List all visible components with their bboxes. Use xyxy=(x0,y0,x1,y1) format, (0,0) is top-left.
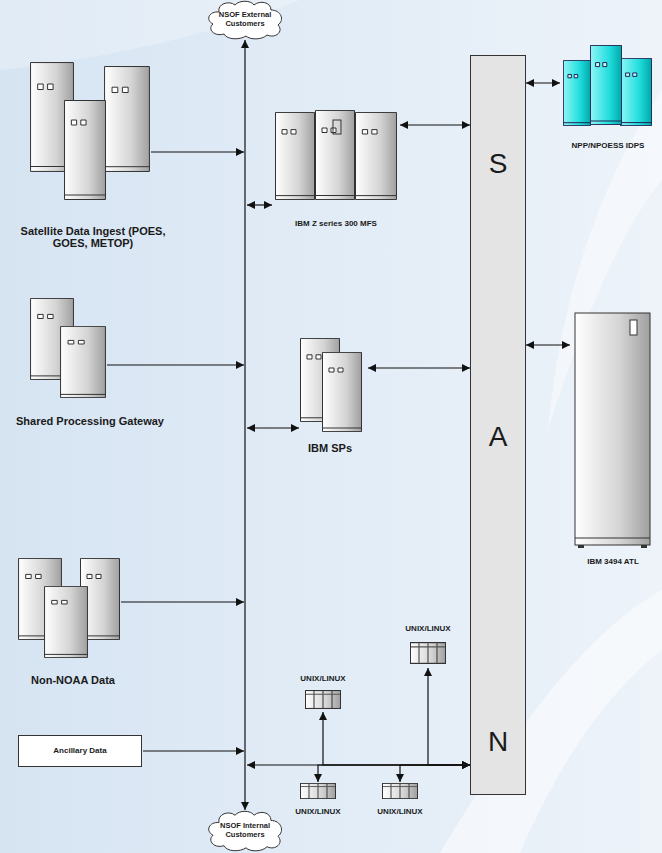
unix-server: UNIX/LINUX xyxy=(398,624,458,668)
node-label: IBM 3494 ATL xyxy=(570,557,656,566)
server-group: NPP/NPOESS IDPS xyxy=(560,42,656,150)
unix-server: UNIX/LINUX xyxy=(370,782,430,816)
server-group: IBM SPs xyxy=(292,335,368,455)
node-label: Non-NOAA Data xyxy=(8,674,138,687)
server-cabinet xyxy=(44,586,88,657)
background-swoosh xyxy=(0,0,300,70)
san-letter: N xyxy=(471,726,525,758)
tape-library xyxy=(575,313,650,545)
node-label: NPP/NPOESS IDPS xyxy=(560,141,656,150)
node-label: UNIX/LINUX xyxy=(398,624,458,633)
san-letter: A xyxy=(471,421,525,453)
server-cabinet xyxy=(64,101,106,200)
server-group: Non-NOAA Data xyxy=(8,555,138,687)
feed-arrow xyxy=(143,750,244,751)
connector xyxy=(526,82,560,83)
connector xyxy=(318,765,470,782)
node-label: IBM SPs xyxy=(292,442,368,455)
cabinet-door xyxy=(333,120,341,134)
tape-library-panel xyxy=(630,320,637,335)
node-label: Shared Processing Gateway xyxy=(10,415,170,428)
feed-arrow xyxy=(247,204,272,205)
cloud-shape xyxy=(209,811,282,851)
feed-arrow xyxy=(247,427,299,428)
mainframe: IBM Z series 300 MFS xyxy=(272,108,400,228)
server-cabinet xyxy=(60,326,106,397)
san-storage: S A N xyxy=(470,55,526,795)
node-label: UNIX/LINUX xyxy=(293,674,353,683)
feed-arrow xyxy=(151,151,244,152)
connector xyxy=(323,712,470,765)
node-label: NSOF Internal Customers xyxy=(215,822,275,839)
feed-arrow xyxy=(121,601,244,602)
rack-server xyxy=(301,783,336,798)
rack-server xyxy=(411,643,446,664)
node-label: UNIX/LINUX xyxy=(370,807,430,816)
node-label: UNIX/LINUX xyxy=(288,807,348,816)
node-label: Satellite Data Ingest (POES, GOES, METOP… xyxy=(18,225,168,250)
feed-arrow xyxy=(107,364,244,365)
rack-server xyxy=(383,783,418,798)
tape-library: IBM 3494 ATL xyxy=(570,310,656,566)
san-letter: S xyxy=(471,148,525,180)
cloud-shape xyxy=(209,1,282,39)
rack-server xyxy=(306,691,341,709)
connector xyxy=(526,344,570,345)
tape-library-foot xyxy=(641,545,647,548)
node-label: Ancillary Data xyxy=(53,746,106,755)
cloud-node: NSOF External Customers xyxy=(205,0,285,40)
server-cabinet xyxy=(104,67,150,172)
server-cabinet xyxy=(620,58,652,125)
server-cabinet xyxy=(355,112,397,199)
cloud-node: NSOF Internal Customers xyxy=(205,810,285,852)
node-label: NSOF External Customers xyxy=(215,11,275,28)
server-group: Shared Processing Gateway xyxy=(10,296,170,428)
connector xyxy=(400,765,470,782)
connector xyxy=(428,668,470,765)
server-cabinet xyxy=(590,45,622,124)
server-group: Satellite Data Ingest (POES, GOES, METOP… xyxy=(18,60,168,250)
server-cabinet xyxy=(315,110,355,199)
node-label: IBM Z series 300 MFS xyxy=(272,219,400,228)
server-cabinet xyxy=(322,352,362,431)
connector xyxy=(244,40,245,810)
data-box: Ancillary Data xyxy=(18,735,142,767)
server-cabinet xyxy=(563,60,591,125)
server-cabinet xyxy=(275,112,315,199)
tape-library-foot xyxy=(578,545,584,548)
connector xyxy=(368,367,470,368)
connector xyxy=(400,124,470,125)
tape-library-base xyxy=(575,538,650,539)
unix-server: UNIX/LINUX xyxy=(288,782,348,816)
unix-server: UNIX/LINUX xyxy=(293,674,353,712)
